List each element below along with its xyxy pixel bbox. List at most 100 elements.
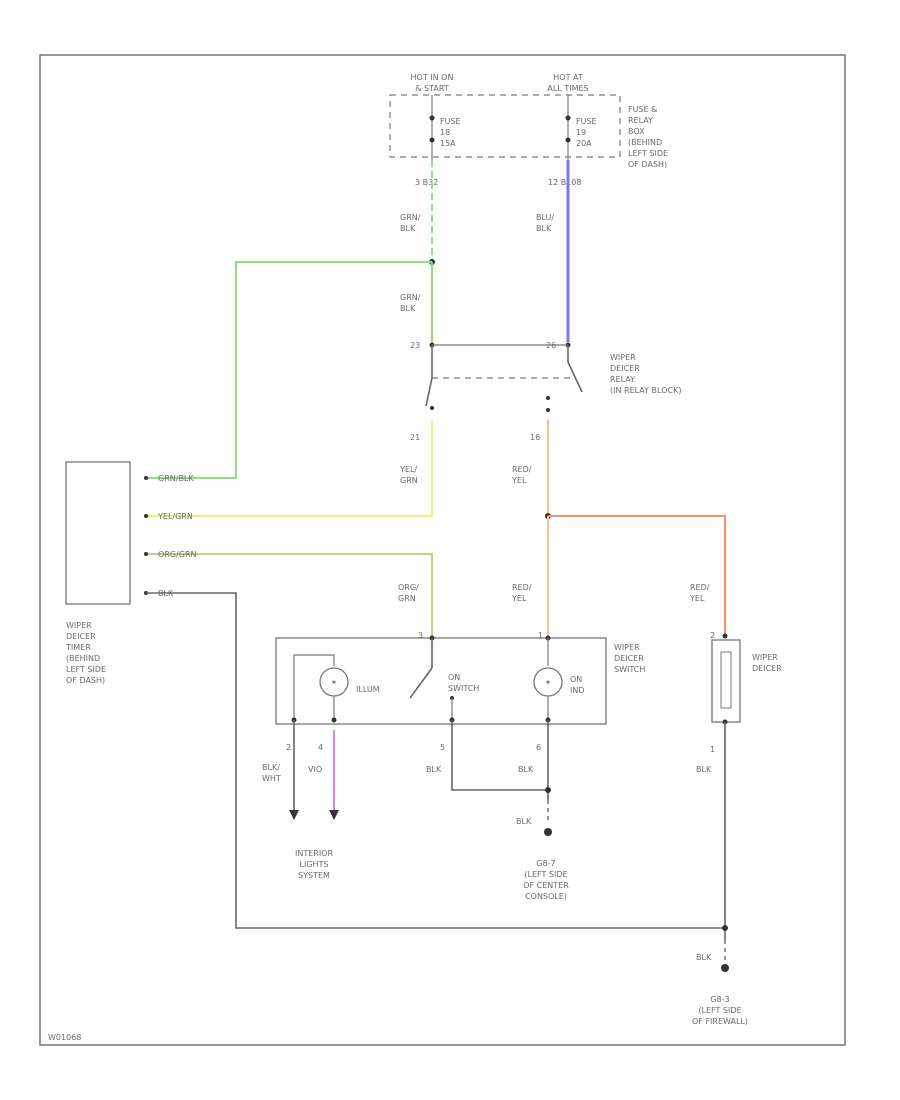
svg-text:WIPER: WIPER bbox=[66, 621, 92, 630]
wire-blk-switch-on bbox=[451, 720, 548, 791]
fuse-right: FUSE 19 20A bbox=[565, 95, 597, 160]
svg-text:ON: ON bbox=[570, 675, 582, 684]
svg-text:ORG/GRN: ORG/GRN bbox=[158, 550, 197, 559]
svg-text:4: 4 bbox=[318, 743, 323, 752]
wire-label-blk-c: BLK bbox=[516, 817, 532, 826]
svg-text:20A: 20A bbox=[576, 139, 592, 148]
svg-text:WHT: WHT bbox=[262, 774, 281, 783]
wire-label-blu-blk: BLU/ BLK bbox=[536, 213, 554, 233]
svg-text:RELAY: RELAY bbox=[628, 116, 653, 125]
wire-yel-grn bbox=[146, 420, 433, 517]
footer-code: W01068 bbox=[48, 1033, 81, 1042]
svg-text:OF DASH): OF DASH) bbox=[66, 676, 105, 685]
svg-text:DEICER: DEICER bbox=[752, 664, 782, 673]
svg-text:OF FIREWALL): OF FIREWALL) bbox=[692, 1017, 748, 1026]
svg-text:1: 1 bbox=[538, 631, 543, 640]
svg-text:23: 23 bbox=[410, 341, 420, 350]
svg-text:15A: 15A bbox=[440, 139, 456, 148]
wire-label-blk-e: BLK bbox=[696, 953, 712, 962]
timer-label: WIPER DEICER TIMER (BEHIND LEFT SIDE OF … bbox=[65, 621, 106, 685]
svg-text:BLK: BLK bbox=[400, 224, 416, 233]
svg-text:2: 2 bbox=[710, 631, 715, 640]
arrow-vio bbox=[329, 810, 339, 820]
wire-label-grn-blk-2: GRN/ BLK bbox=[400, 293, 421, 313]
svg-text:GRN: GRN bbox=[400, 476, 418, 485]
indicator-glyph: ✶ bbox=[545, 678, 552, 687]
wiper-deicer-timer bbox=[65, 461, 131, 605]
svg-text:YEL: YEL bbox=[511, 594, 527, 603]
source-right-line1: HOT AT bbox=[553, 73, 583, 82]
diagram-frame bbox=[39, 54, 846, 1046]
svg-text:SWITCH: SWITCH bbox=[448, 684, 479, 693]
connector-fuse-left: 3 B32 bbox=[415, 178, 438, 187]
svg-text:18: 18 bbox=[440, 128, 450, 137]
svg-text:G8-3: G8-3 bbox=[710, 995, 729, 1004]
svg-text:WIPER: WIPER bbox=[752, 653, 778, 662]
svg-text:WIPER: WIPER bbox=[614, 643, 640, 652]
ground-g87-label: G8-7 (LEFT SIDE OF CENTER CONSOLE) bbox=[523, 859, 569, 901]
wire-label-red-yel-2: RED/ YEL bbox=[511, 583, 532, 603]
svg-text:3: 3 bbox=[418, 631, 423, 640]
svg-text:(BEHIND: (BEHIND bbox=[66, 654, 100, 663]
svg-text:LIGHTS: LIGHTS bbox=[300, 860, 329, 869]
wire-label-grn-blk-1: GRN/ BLK bbox=[400, 213, 421, 233]
svg-text:(IN RELAY BLOCK): (IN RELAY BLOCK) bbox=[610, 386, 681, 395]
lamp-glyph: ✶ bbox=[331, 678, 338, 687]
source-left-line2: & START bbox=[415, 84, 449, 93]
wire-label-yel-grn: YEL/ GRN bbox=[399, 465, 418, 485]
wire-label-blk-a: BLK bbox=[426, 765, 442, 774]
wire-label-org-grn: ORG/ GRN bbox=[398, 583, 419, 603]
deicer-label: WIPER DEICER bbox=[752, 653, 782, 673]
relay-label: WIPER DEICER RELAY (IN RELAY BLOCK) bbox=[610, 353, 681, 395]
svg-text:WIPER: WIPER bbox=[610, 353, 636, 362]
wire-label-red-yel-3: RED/ YEL bbox=[689, 583, 710, 603]
ground-g87-symbol bbox=[544, 828, 552, 836]
wire-label-red-yel-1: RED/ YEL bbox=[511, 465, 532, 485]
svg-text:2: 2 bbox=[286, 743, 291, 752]
source-right-line2: ALL TIMES bbox=[547, 84, 588, 93]
svg-text:GRN/BLK: GRN/BLK bbox=[158, 474, 194, 483]
timer-pins: GRN/BLK YEL/GRN ORG/GRN BLK bbox=[144, 474, 197, 598]
svg-text:(BEHIND: (BEHIND bbox=[628, 138, 662, 147]
svg-text:5: 5 bbox=[440, 743, 445, 752]
svg-text:GRN/: GRN/ bbox=[400, 213, 421, 222]
svg-text:GRN: GRN bbox=[398, 594, 416, 603]
svg-text:1: 1 bbox=[710, 745, 715, 754]
svg-text:ORG/: ORG/ bbox=[398, 583, 419, 592]
on-indicator-lamp: ✶ ON IND bbox=[533, 638, 585, 720]
wire-label-blk-wht: BLK/ WHT bbox=[262, 763, 281, 783]
svg-text:DEICER: DEICER bbox=[610, 364, 640, 373]
wire-label-blk-b: BLK bbox=[518, 765, 534, 774]
svg-text:LEFT SIDE: LEFT SIDE bbox=[66, 665, 106, 674]
wire-org-grn bbox=[146, 553, 433, 636]
svg-text:RELAY: RELAY bbox=[610, 375, 635, 384]
svg-text:YEL/: YEL/ bbox=[399, 465, 417, 474]
arrow-blk-wht bbox=[289, 810, 299, 820]
splice-ground-g87 bbox=[545, 787, 551, 793]
wire-grn-blk-branch bbox=[146, 261, 432, 479]
svg-text:CONSOLE): CONSOLE) bbox=[525, 892, 567, 901]
svg-text:19: 19 bbox=[576, 128, 586, 137]
svg-text:BLU/: BLU/ bbox=[536, 213, 554, 222]
wiper-deicer-relay: 23 26 bbox=[410, 341, 583, 412]
fuse-box-label: FUSE & RELAY BOX (BEHIND LEFT SIDE OF DA… bbox=[628, 105, 668, 169]
connector-fuse-right: 12 B108 bbox=[548, 178, 581, 187]
interior-lights-label: INTERIOR LIGHTS SYSTEM bbox=[295, 849, 334, 880]
splice-ground-g83 bbox=[722, 925, 728, 931]
svg-text:INTERIOR: INTERIOR bbox=[295, 849, 334, 858]
switch-connectors-out: 2 4 5 6 bbox=[286, 717, 551, 752]
svg-text:IND: IND bbox=[570, 686, 585, 695]
svg-text:GRN/: GRN/ bbox=[400, 293, 421, 302]
svg-text:(LEFT SIDE: (LEFT SIDE bbox=[698, 1006, 741, 1015]
svg-text:ILLUM: ILLUM bbox=[356, 685, 380, 694]
svg-text:BLK: BLK bbox=[400, 304, 416, 313]
svg-text:YEL: YEL bbox=[511, 476, 527, 485]
svg-text:FUSE: FUSE bbox=[440, 117, 461, 126]
svg-text:(LEFT SIDE: (LEFT SIDE bbox=[524, 870, 567, 879]
svg-text:FUSE: FUSE bbox=[576, 117, 597, 126]
connector-relay-out-left: 21 bbox=[410, 433, 420, 442]
switch-label: WIPER DEICER SWITCH bbox=[614, 643, 645, 674]
illum-lamp: ✶ ILLUM bbox=[293, 654, 380, 720]
svg-text:BLK/: BLK/ bbox=[262, 763, 280, 772]
